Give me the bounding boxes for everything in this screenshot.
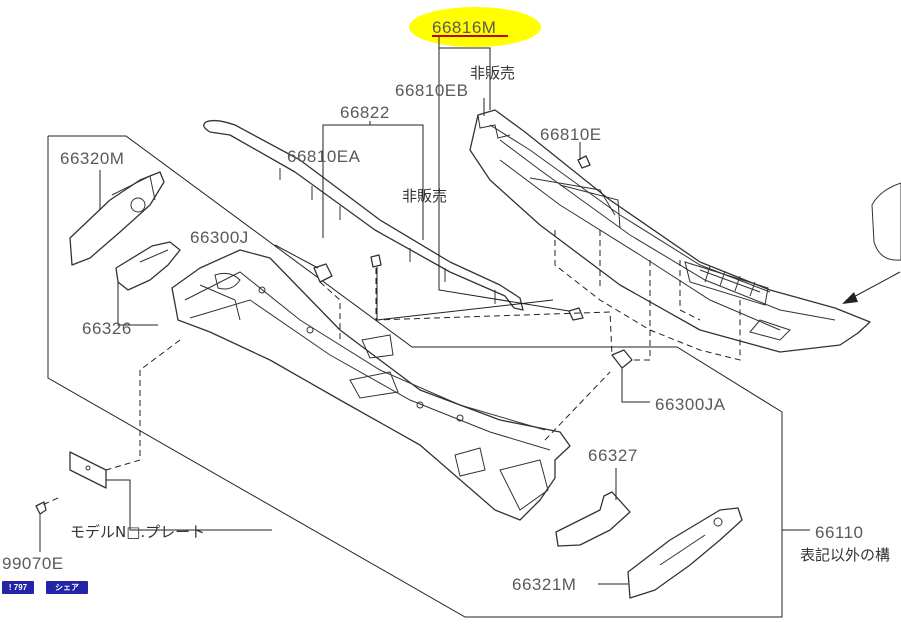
screw [35,501,47,520]
clip-66810EA [370,254,382,268]
clip-66810E [577,155,591,169]
model-plate [69,451,107,489]
label-66810E: 66810E [540,125,602,144]
label-66300JA: 66300JA [655,395,726,414]
insulator-right [555,491,631,547]
label-66810EB: 66810EB [395,81,468,100]
label-not-for-sale-1: 非販売 [470,64,515,82]
label-66810EA: 66810EA [287,147,361,166]
label-66320M: 66320M [60,149,124,168]
label-other-parts: 表記以外の構 [800,546,890,564]
label-66327: 66327 [588,446,638,465]
view-count-badge[interactable]: ! 797 [2,581,34,594]
cowl-top-panel [469,109,871,353]
label-not-for-sale-2: 非販売 [402,187,447,205]
clip-66300J [313,263,333,283]
share-button[interactable]: シェア [46,581,88,594]
label-66110: 66110 [815,523,864,542]
label-model-plate: モデルN□.プレート [70,523,205,541]
label-66816M: 66816M [432,18,496,37]
clip-66300JA [611,349,633,369]
seal-strip [203,119,524,311]
clip-cowl-side [568,307,584,321]
label-66300J: 66300J [190,228,249,247]
label-66321M: 66321M [512,575,576,594]
cowl-top-main [171,249,571,521]
assembly-frame [47,135,783,618]
side-bracket-left [69,171,165,266]
label-99070E: 99070E [2,554,64,573]
insulator-left [115,241,181,291]
dashed-lines [39,230,741,507]
label-66822: 66822 [340,103,390,122]
side-bracket-right [627,507,743,599]
label-66326: 66326 [82,319,132,338]
direction-arrow [842,182,901,304]
